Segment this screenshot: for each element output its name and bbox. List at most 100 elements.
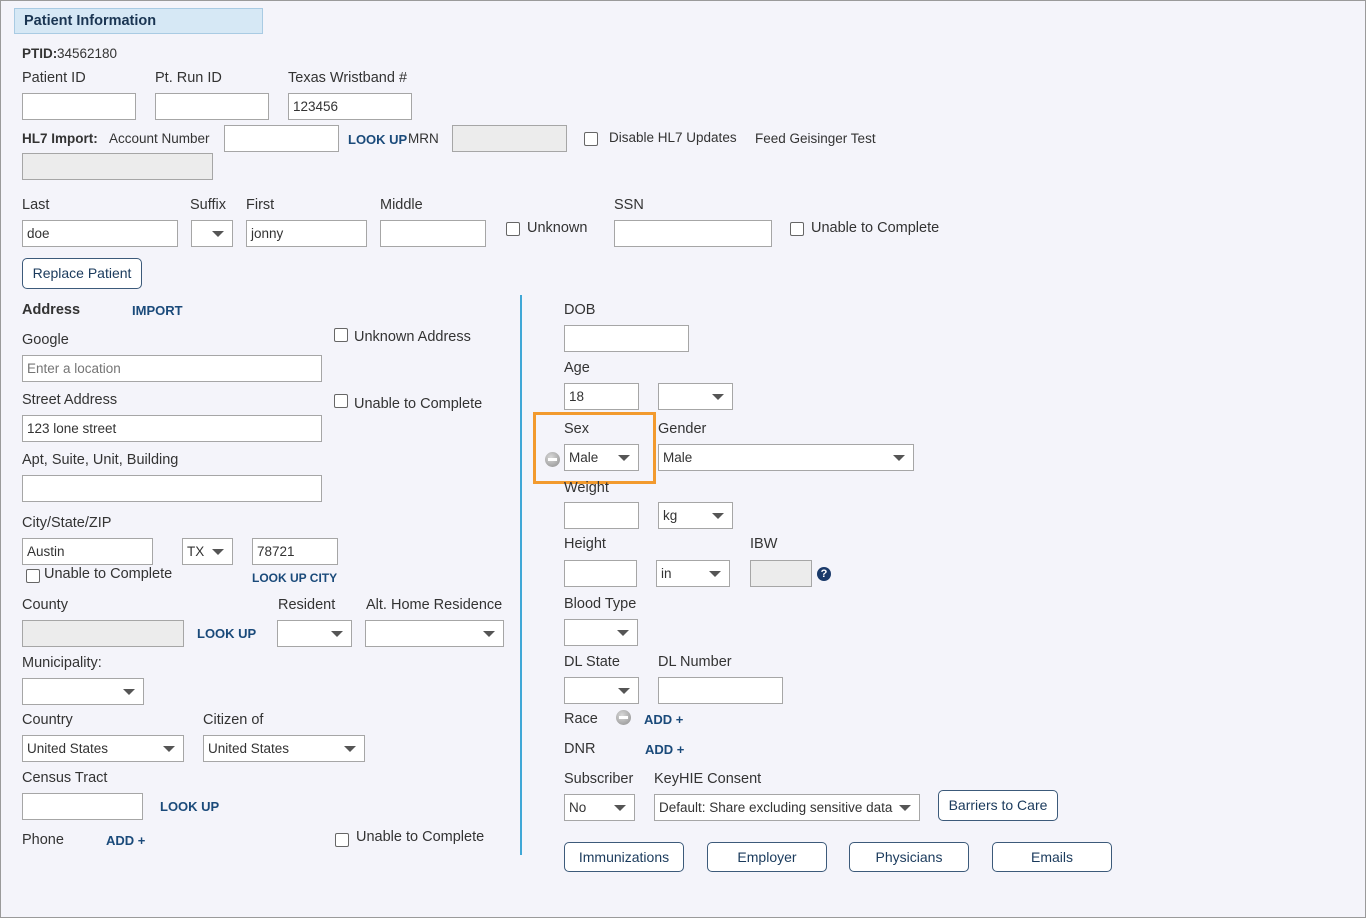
sex-label: Sex <box>564 421 589 437</box>
country-select[interactable]: United States <box>22 735 184 762</box>
middle-name-input[interactable] <box>380 220 486 247</box>
gender-label: Gender <box>658 421 707 437</box>
height-label: Height <box>564 536 606 552</box>
blood-type-select[interactable] <box>564 619 638 646</box>
keyhie-label: KeyHIE Consent <box>654 771 762 787</box>
city-input[interactable]: Austin <box>22 538 153 565</box>
google-location-input[interactable] <box>22 355 322 382</box>
disable-hl7-label: Disable HL7 Updates <box>609 130 737 145</box>
street-address-input[interactable]: 123 lone street <box>22 415 322 442</box>
column-divider <box>520 295 522 855</box>
street-unable-label: Unable to Complete <box>354 396 483 412</box>
municipality-select[interactable] <box>22 678 144 705</box>
race-add-link[interactable]: ADD + <box>644 712 684 727</box>
middle-name-label: Middle <box>380 197 423 213</box>
ibw-help-icon[interactable]: ? <box>817 567 831 581</box>
alt-home-select[interactable] <box>365 620 504 647</box>
census-input[interactable] <box>22 793 143 820</box>
last-name-label: Last <box>22 197 50 213</box>
lookup-city-link[interactable]: LOOK UP CITY <box>252 571 338 585</box>
street-address-label: Street Address <box>22 392 118 408</box>
name-unknown-checkbox[interactable] <box>506 222 520 236</box>
patient-id-input[interactable] <box>22 93 136 120</box>
first-name-label: First <box>246 197 275 213</box>
state-select[interactable]: TX <box>182 538 233 565</box>
dl-number-label: DL Number <box>658 654 732 670</box>
texas-wristband-input[interactable]: 123456 <box>288 93 412 120</box>
csz-unable-label: Unable to Complete <box>44 566 173 582</box>
csz-unable-checkbox[interactable] <box>26 569 40 583</box>
dnr-add-link[interactable]: ADD + <box>645 742 685 757</box>
apt-input[interactable] <box>22 475 322 502</box>
country-label: Country <box>22 712 73 728</box>
keyhie-consent-select[interactable]: Default: Share excluding sensitive data <box>654 794 920 821</box>
first-name-input[interactable]: jonny <box>246 220 367 247</box>
immunizations-button[interactable]: Immunizations <box>564 842 684 872</box>
height-input[interactable] <box>564 560 637 587</box>
phone-label: Phone <box>22 832 64 848</box>
resident-select[interactable] <box>277 620 352 647</box>
phone-unable-checkbox[interactable] <box>335 833 349 847</box>
race-label: Race <box>564 711 598 727</box>
citizen-select[interactable]: United States <box>203 735 365 762</box>
mrn-input[interactable] <box>452 125 567 152</box>
name-unknown-label: Unknown <box>527 220 588 236</box>
county-label: County <box>22 597 68 613</box>
pt-run-id-input[interactable] <box>155 93 269 120</box>
zip-input[interactable]: 78721 <box>252 538 338 565</box>
google-label: Google <box>22 332 69 348</box>
barriers-to-care-button[interactable]: Barriers to Care <box>938 790 1058 821</box>
age-unit-select[interactable] <box>658 383 733 410</box>
account-number-input[interactable] <box>224 125 339 152</box>
hl7-import-label: HL7 Import: <box>22 131 98 146</box>
ptid-value: 34562180 <box>57 46 118 61</box>
unknown-address-checkbox[interactable] <box>334 328 348 342</box>
sex-status-icon <box>545 452 560 467</box>
address-title: Address <box>22 302 81 318</box>
address-import-link[interactable]: IMPORT <box>132 303 183 318</box>
hl7-lookup-link[interactable]: LOOK UP <box>348 132 408 147</box>
texas-wristband-label: Texas Wristband # <box>288 70 408 86</box>
ssn-unable-checkbox[interactable] <box>790 222 804 236</box>
dl-state-label: DL State <box>564 654 620 670</box>
ssn-unable-label: Unable to Complete <box>811 220 940 236</box>
subscriber-label: Subscriber <box>564 771 634 787</box>
gender-select[interactable]: Male <box>658 444 914 471</box>
feed-input[interactable] <box>22 153 213 180</box>
dob-input[interactable] <box>564 325 689 352</box>
apt-label: Apt, Suite, Unit, Building <box>22 452 179 468</box>
replace-patient-button[interactable]: Replace Patient <box>22 258 142 289</box>
dob-label: DOB <box>564 302 596 318</box>
ptid-label: PTID: <box>22 46 58 61</box>
blood-type-label: Blood Type <box>564 596 637 612</box>
mrn-label: MRN <box>408 131 439 146</box>
dl-number-input[interactable] <box>658 677 783 704</box>
county-lookup-link[interactable]: LOOK UP <box>197 626 257 641</box>
weight-unit-select[interactable]: kg <box>658 502 733 529</box>
height-unit-select[interactable]: in <box>656 560 730 587</box>
age-input[interactable]: 18 <box>564 383 639 410</box>
suffix-select[interactable] <box>191 220 233 247</box>
employer-button[interactable]: Employer <box>707 842 827 872</box>
disable-hl7-checkbox[interactable] <box>584 132 598 146</box>
sex-select[interactable]: Male <box>564 444 639 471</box>
physicians-button[interactable]: Physicians <box>849 842 969 872</box>
ibw-input[interactable] <box>750 560 812 587</box>
phone-unable-label: Unable to Complete <box>356 829 485 845</box>
weight-input[interactable] <box>564 502 639 529</box>
sex-highlight-box <box>533 412 656 484</box>
street-unable-checkbox[interactable] <box>334 394 348 408</box>
emails-button[interactable]: Emails <box>992 842 1112 872</box>
last-name-input[interactable]: doe <box>22 220 178 247</box>
citizen-label: Citizen of <box>203 712 264 728</box>
patient-id-label: Patient ID <box>22 70 86 86</box>
ibw-label: IBW <box>750 536 778 552</box>
county-input[interactable] <box>22 620 184 647</box>
weight-label: Weight <box>564 480 609 496</box>
dl-state-select[interactable] <box>564 677 639 704</box>
ssn-input[interactable] <box>614 220 772 247</box>
phone-add-link[interactable]: ADD + <box>106 833 146 848</box>
census-lookup-link[interactable]: LOOK UP <box>160 799 220 814</box>
feed-label: Feed Geisinger Test <box>755 131 876 146</box>
subscriber-select[interactable]: No <box>564 794 635 821</box>
